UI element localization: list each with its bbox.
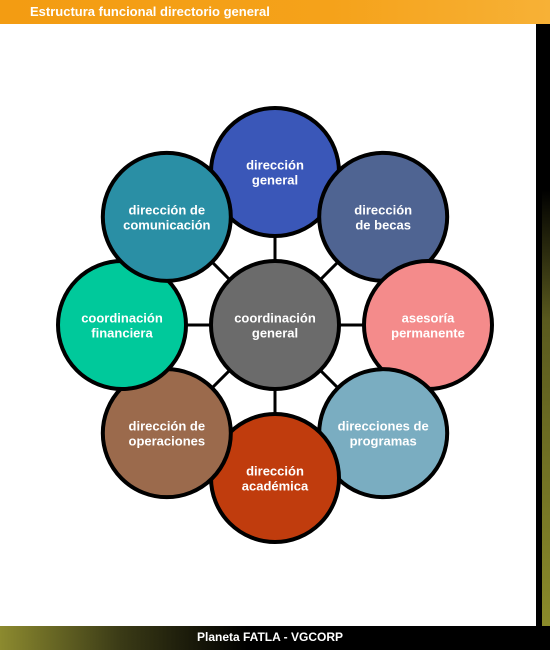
node-direccion-becas-label-line: dirección <box>354 202 412 217</box>
node-coordinacion-general-label-line: general <box>252 326 298 341</box>
footer-text: Planeta FATLA - VGCORP <box>196 630 343 644</box>
node-coordinacion-financiera-label-line: coordinación <box>81 311 163 326</box>
node-direccion-operaciones-label-line: operaciones <box>129 434 206 449</box>
node-direccion-academica-label-line: dirección <box>246 464 304 479</box>
node-direcciones-programas-label-line: programas <box>350 434 417 449</box>
node-asesoria-permanente-label-line: asesoría <box>402 311 456 326</box>
node-direccion-general-label-line: general <box>252 173 298 188</box>
node-asesoria-permanente-label-line: permanente <box>391 326 465 341</box>
node-direccion-comunicacion-label-line: dirección de <box>129 202 206 217</box>
node-direccion-general-label-line: dirección <box>246 158 304 173</box>
node-direccion-operaciones-label-line: dirección de <box>129 419 206 434</box>
node-coordinacion-financiera-label-line: financiera <box>91 326 153 341</box>
node-direccion-comunicacion-circle <box>100 150 233 283</box>
footer-bar <box>0 626 550 650</box>
page-title: Estructura funcional directorio general <box>30 4 270 19</box>
node-direcciones-programas-label-line: direcciones de <box>338 419 429 434</box>
node-coordinacion-general-circle <box>209 259 341 391</box>
right-border-accent <box>542 190 550 626</box>
node-coordinacion-general-label-line: coordinación <box>234 311 316 326</box>
node-direccion-academica-label-line: académica <box>242 479 309 494</box>
node-direccion-becas-label-line: de becas <box>355 217 411 232</box>
org-structure-diagram: coordinacióngeneraldireccióngeneraldirec… <box>56 106 494 544</box>
title-bar <box>0 0 550 24</box>
node-direccion-comunicacion-label-line: comunicación <box>123 217 210 232</box>
